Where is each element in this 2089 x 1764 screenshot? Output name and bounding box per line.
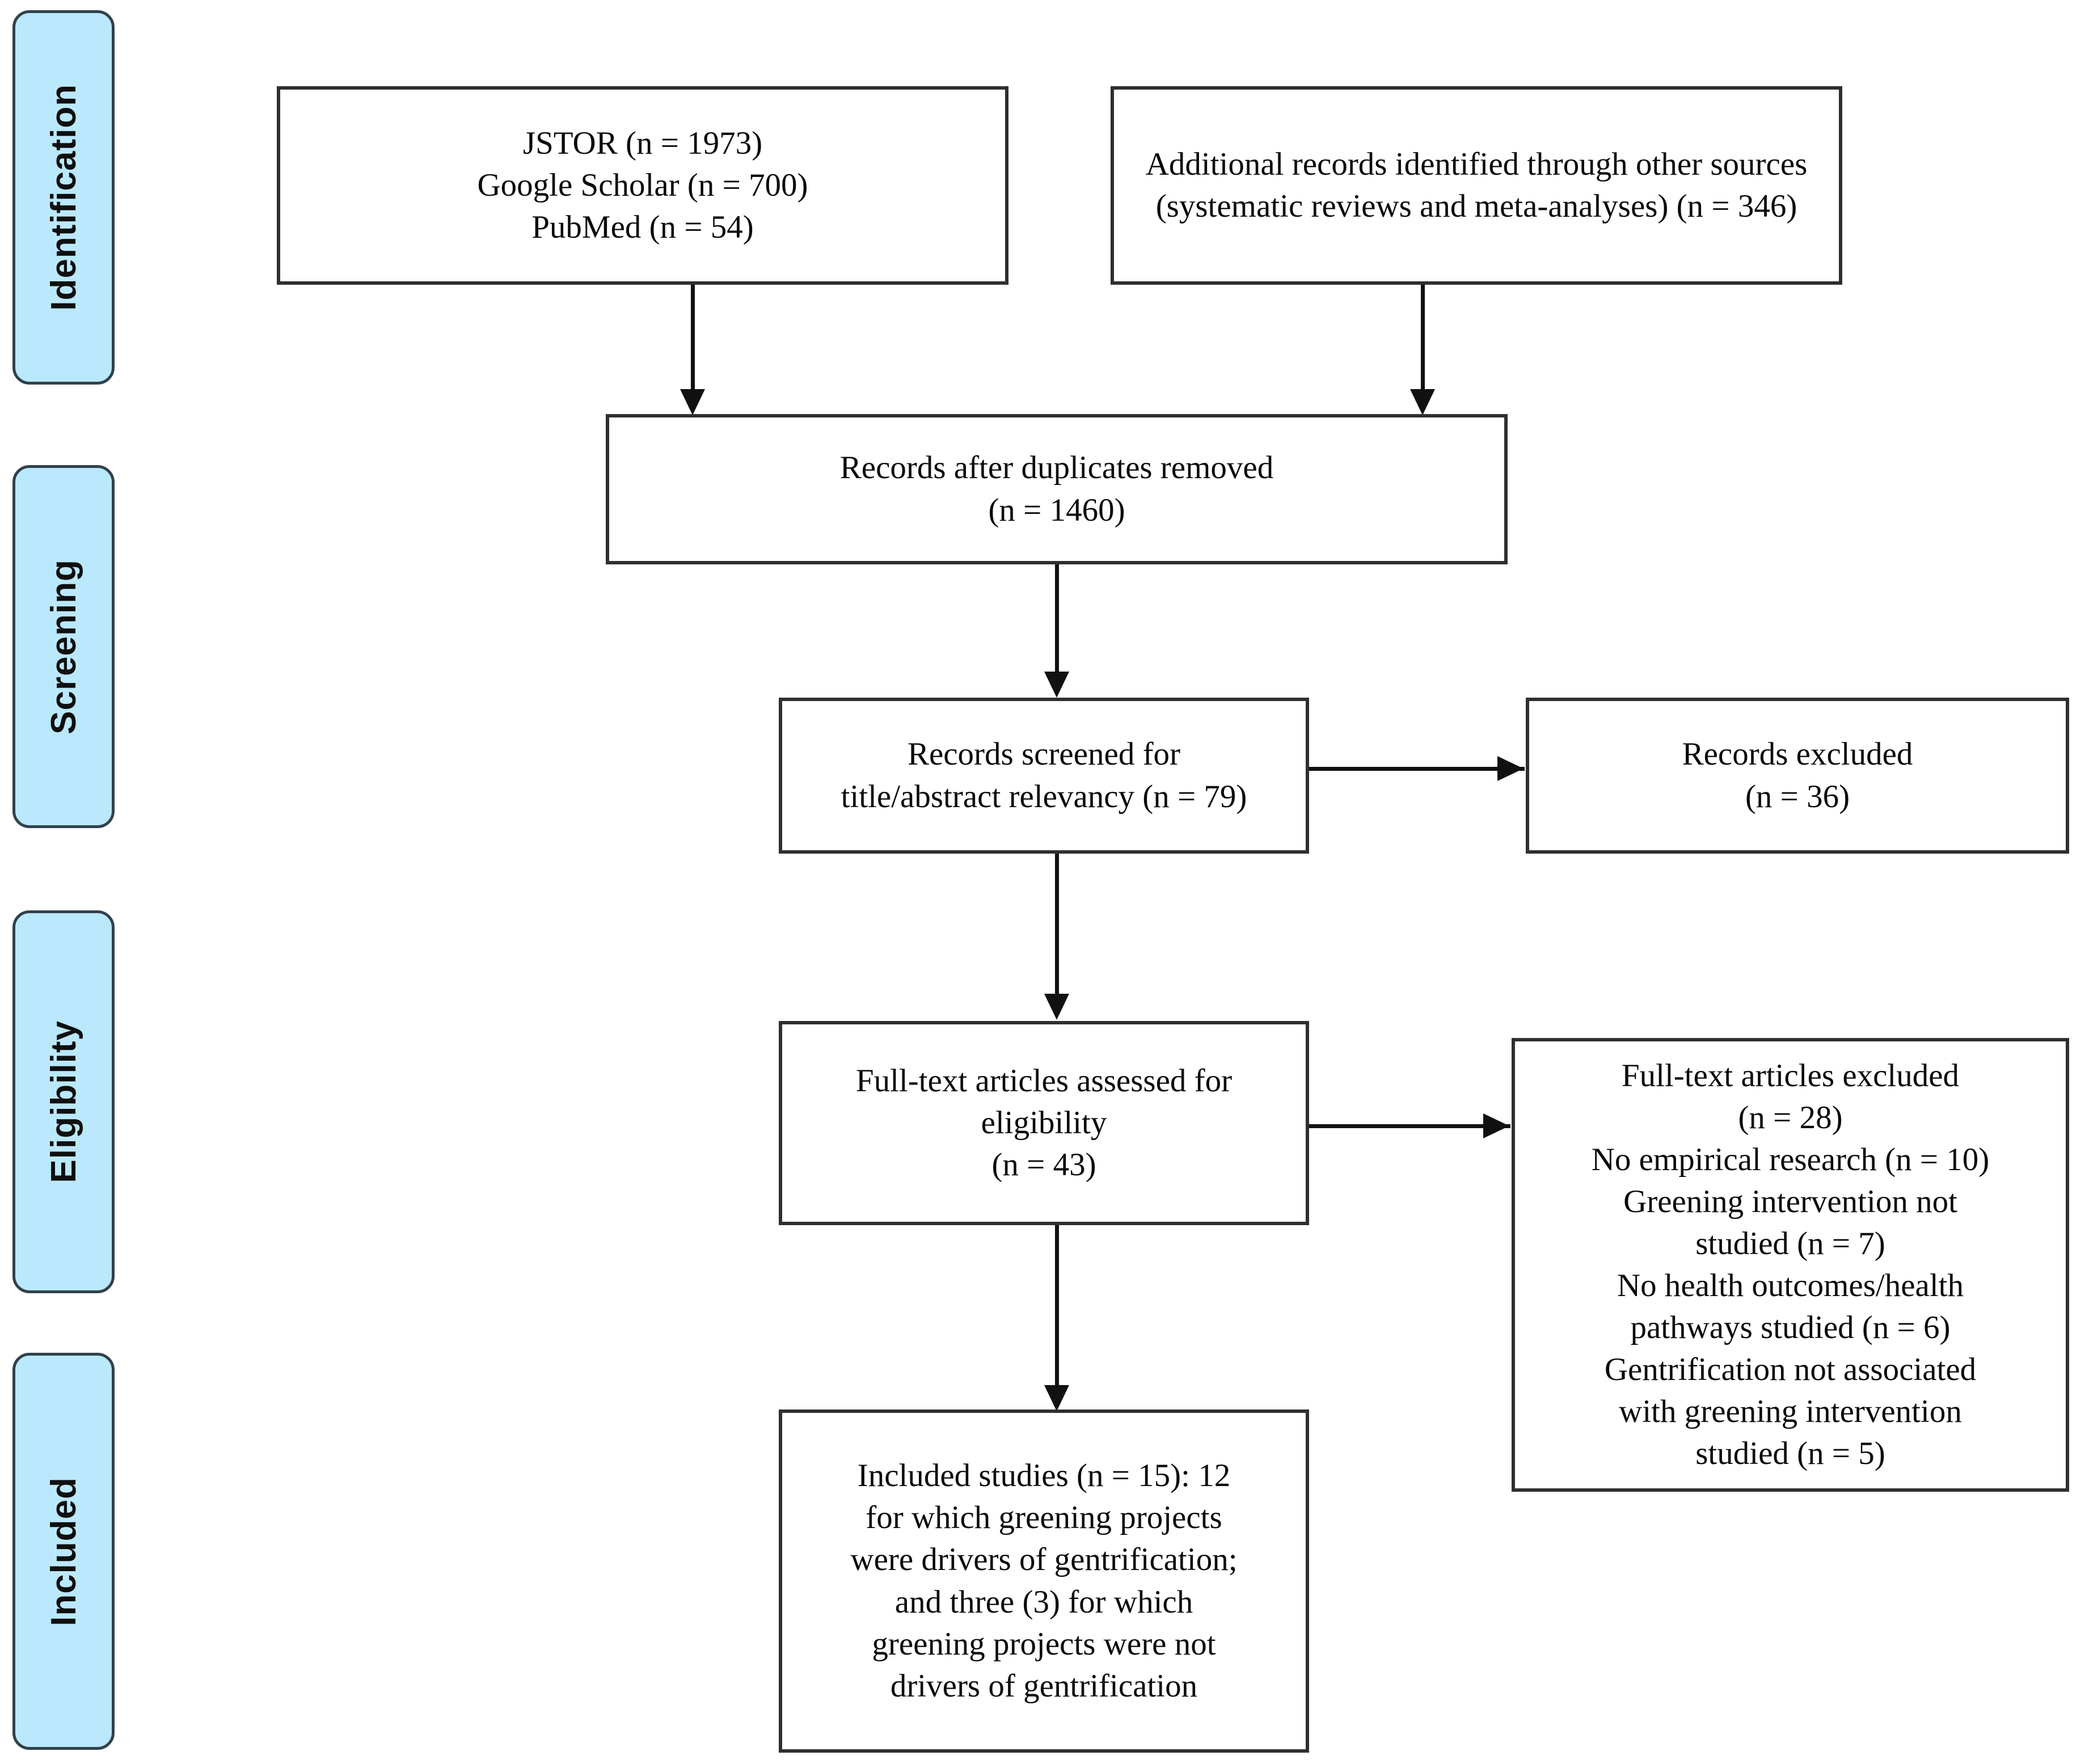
phase-label-screening: Screening — [12, 465, 115, 828]
arrowhead-fulltext-to-included — [1044, 1385, 1069, 1411]
phase-label-screening-text: Screening — [44, 559, 83, 735]
connector-databases-to-duplicates — [691, 285, 695, 393]
phase-label-identification-text: Identification — [44, 84, 83, 311]
box-records-screened: Records screened for title/abstract rele… — [779, 698, 1309, 854]
arrowhead-databases-to-duplicates — [680, 389, 705, 415]
connector-screened-to-fulltext — [1055, 854, 1059, 998]
box-fulltext-excluded-text: Full-text articles excluded (n = 28) No … — [1591, 1057, 1990, 1472]
connector-screened-to-excluded — [1309, 767, 1525, 771]
box-included-studies-text: Included studies (n = 15): 12 for which … — [850, 1458, 1238, 1704]
box-other-sources: Additional records identified through ot… — [1111, 86, 1842, 285]
connector-fulltext-to-excluded — [1309, 1124, 1510, 1128]
box-databases: JSTOR (n = 1973) Google Scholar (n = 700… — [277, 86, 1008, 285]
box-fulltext-assessed: Full-text articles assessed for eligibil… — [779, 1021, 1309, 1225]
box-fulltext-excluded: Full-text articles excluded (n = 28) No … — [1512, 1038, 2069, 1492]
phase-label-identification: Identification — [12, 10, 115, 385]
box-records-excluded: Records excluded (n = 36) — [1526, 698, 2069, 854]
box-records-excluded-text: Records excluded (n = 36) — [1682, 736, 1913, 815]
box-records-screened-text: Records screened for title/abstract rele… — [841, 736, 1247, 815]
arrowhead-duplicates-to-screened — [1044, 672, 1069, 698]
phase-label-included-text: Included — [44, 1476, 83, 1626]
arrowhead-screened-to-fulltext — [1044, 994, 1069, 1020]
box-included-studies: Included studies (n = 15): 12 for which … — [779, 1409, 1309, 1753]
arrowhead-fulltext-to-excluded — [1483, 1113, 1509, 1138]
connector-duplicates-to-screened — [1055, 564, 1059, 675]
connector-other-sources-to-duplicates — [1421, 285, 1425, 393]
box-databases-text: JSTOR (n = 1973) Google Scholar (n = 700… — [477, 125, 808, 246]
phase-label-eligibility-text: Eligibility — [44, 1020, 83, 1183]
phase-label-included: Included — [12, 1353, 115, 1750]
phase-label-eligibility: Eligibility — [12, 910, 115, 1293]
box-other-sources-text: Additional records identified through ot… — [1145, 146, 1808, 224]
arrowhead-screened-to-excluded — [1497, 756, 1524, 781]
box-duplicates-removed: Records after duplicates removed (n = 14… — [606, 414, 1508, 564]
box-duplicates-removed-text: Records after duplicates removed (n = 14… — [839, 450, 1274, 528]
arrowhead-other-sources-to-duplicates — [1410, 389, 1435, 415]
box-fulltext-assessed-text: Full-text articles assessed for eligibil… — [855, 1062, 1233, 1183]
connector-fulltext-to-included — [1055, 1225, 1059, 1390]
